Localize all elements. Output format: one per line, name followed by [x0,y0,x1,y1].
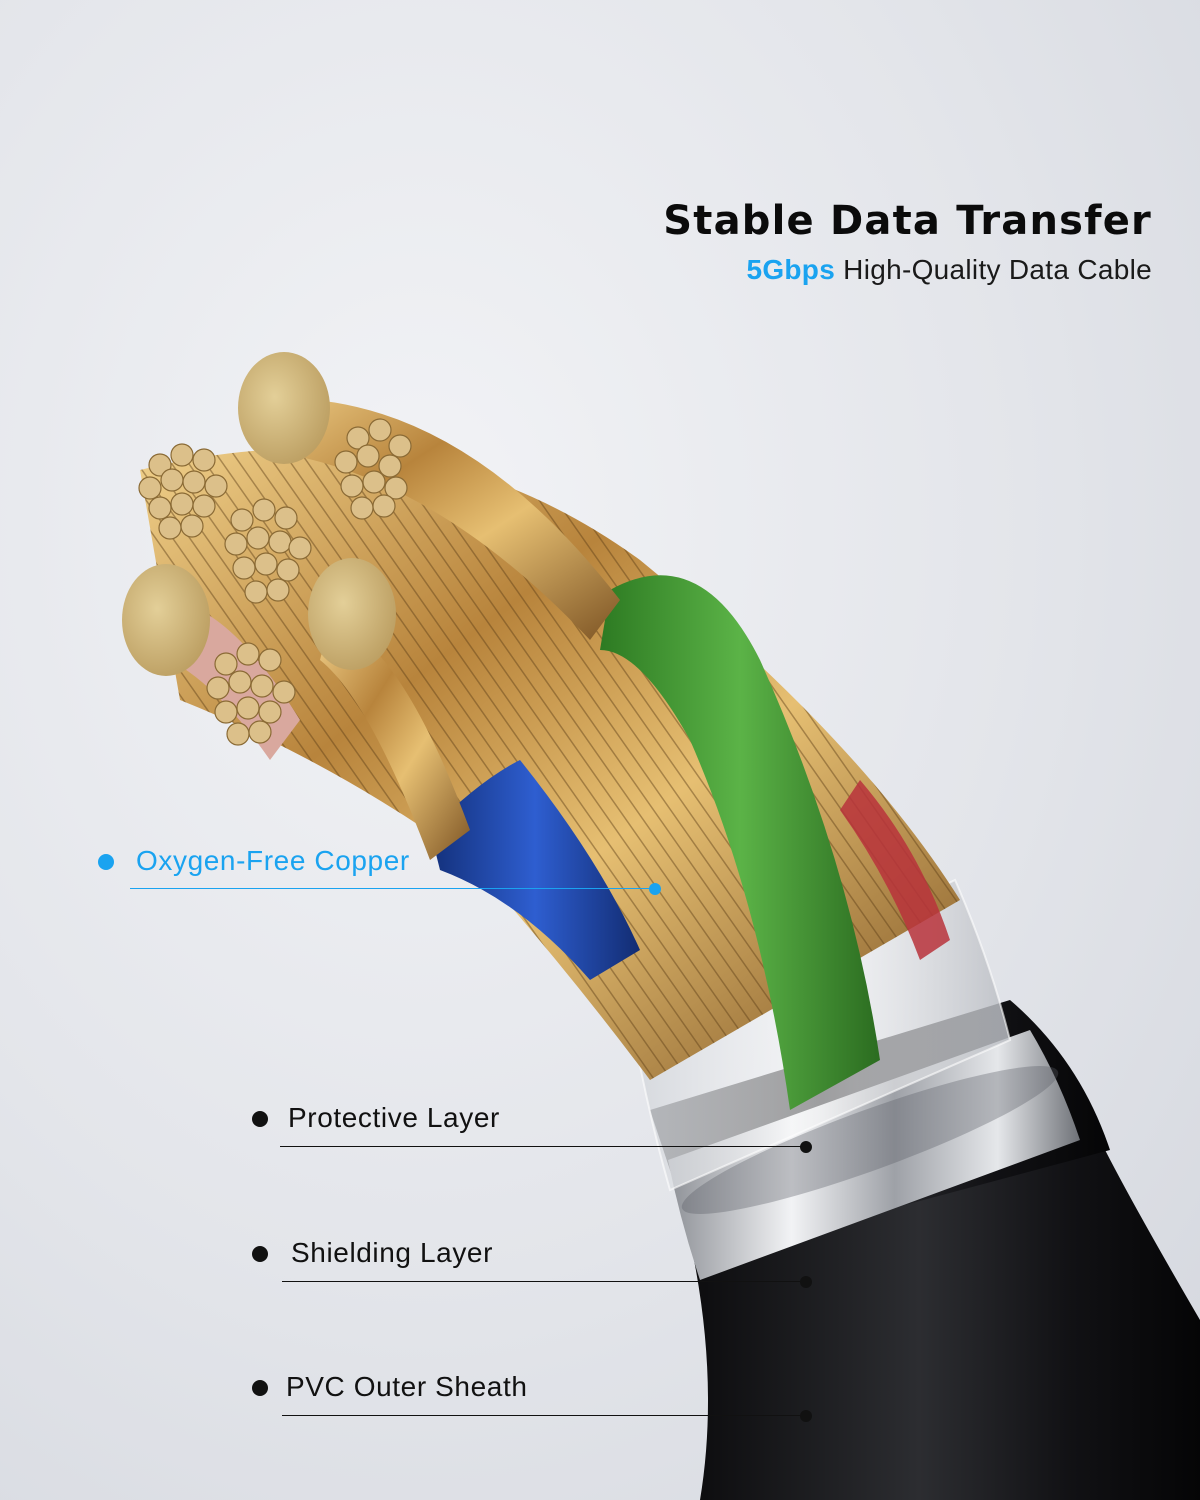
copper-bullet [98,854,114,870]
copper-anchor-dot [649,883,661,895]
blue-wire [430,760,640,980]
green-wire [600,575,880,1110]
copper-label: Oxygen-Free Copper [136,845,410,876]
red-wire [840,780,950,960]
protective-label: Protective Layer [288,1102,500,1133]
strand-bundles [138,418,412,746]
page-subtitle: 5Gbps High-Quality Data Cable [746,254,1152,286]
protective-leader-line [280,1146,804,1147]
speed-highlight: 5Gbps [746,254,836,285]
shielding-bullet [252,1246,268,1262]
shielding-leader-line [282,1281,804,1282]
shielding-anchor-dot [800,1276,812,1288]
sheath-anchor-dot [800,1410,812,1422]
subtitle-text: High-Quality Data Cable [835,254,1152,285]
copper-leader-line [130,888,654,889]
shielding-label: Shielding Layer [291,1237,494,1268]
sheath-leader-line [282,1415,804,1416]
page-title: Stable Data Transfer [663,198,1152,244]
sheath-label: PVC Outer Sheath [286,1371,528,1402]
protective-bullet [252,1111,268,1127]
protective-anchor-dot [800,1141,812,1153]
sheath-bullet [252,1380,268,1396]
shielding-layer [668,1030,1080,1280]
